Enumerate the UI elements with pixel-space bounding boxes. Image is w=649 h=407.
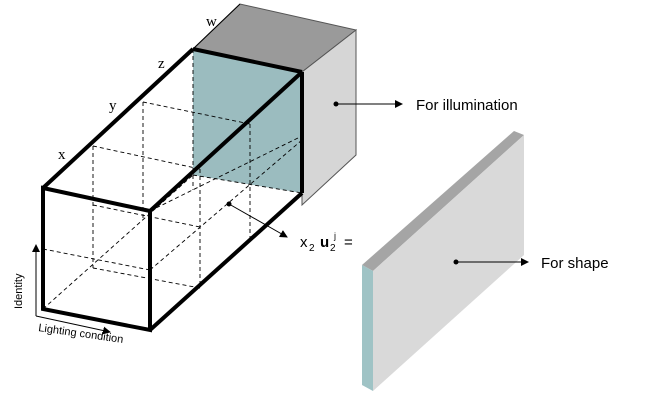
equation-u: u — [320, 234, 329, 251]
label-x: x — [58, 147, 66, 163]
shape-plate-top-edge — [362, 131, 524, 271]
label-for-shape: For shape — [541, 255, 609, 272]
equation-equals: = — [344, 234, 353, 251]
shape-plate-face — [373, 135, 524, 391]
tensor-box-outline — [41, 47, 304, 333]
equation-x: x — [300, 234, 308, 251]
equation: x 2 u 2 j = — [300, 231, 353, 254]
equation-x-subscript: 2 — [309, 243, 315, 254]
tensor-thin-lines — [192, 3, 241, 50]
slice-arrow — [228, 203, 288, 238]
label-w: w — [206, 14, 217, 30]
label-for-illumination: For illumination — [416, 97, 518, 114]
label-identity: Identity — [13, 273, 25, 309]
lighting-axis-arrow — [35, 315, 111, 335]
equation-u-subscript: 2 — [330, 243, 336, 254]
equation-u-superscript: j — [333, 231, 336, 241]
label-z: z — [158, 56, 165, 72]
label-y: y — [109, 98, 117, 114]
shape-plate-side — [362, 265, 373, 391]
tensor-grid-dashed — [42, 49, 303, 310]
